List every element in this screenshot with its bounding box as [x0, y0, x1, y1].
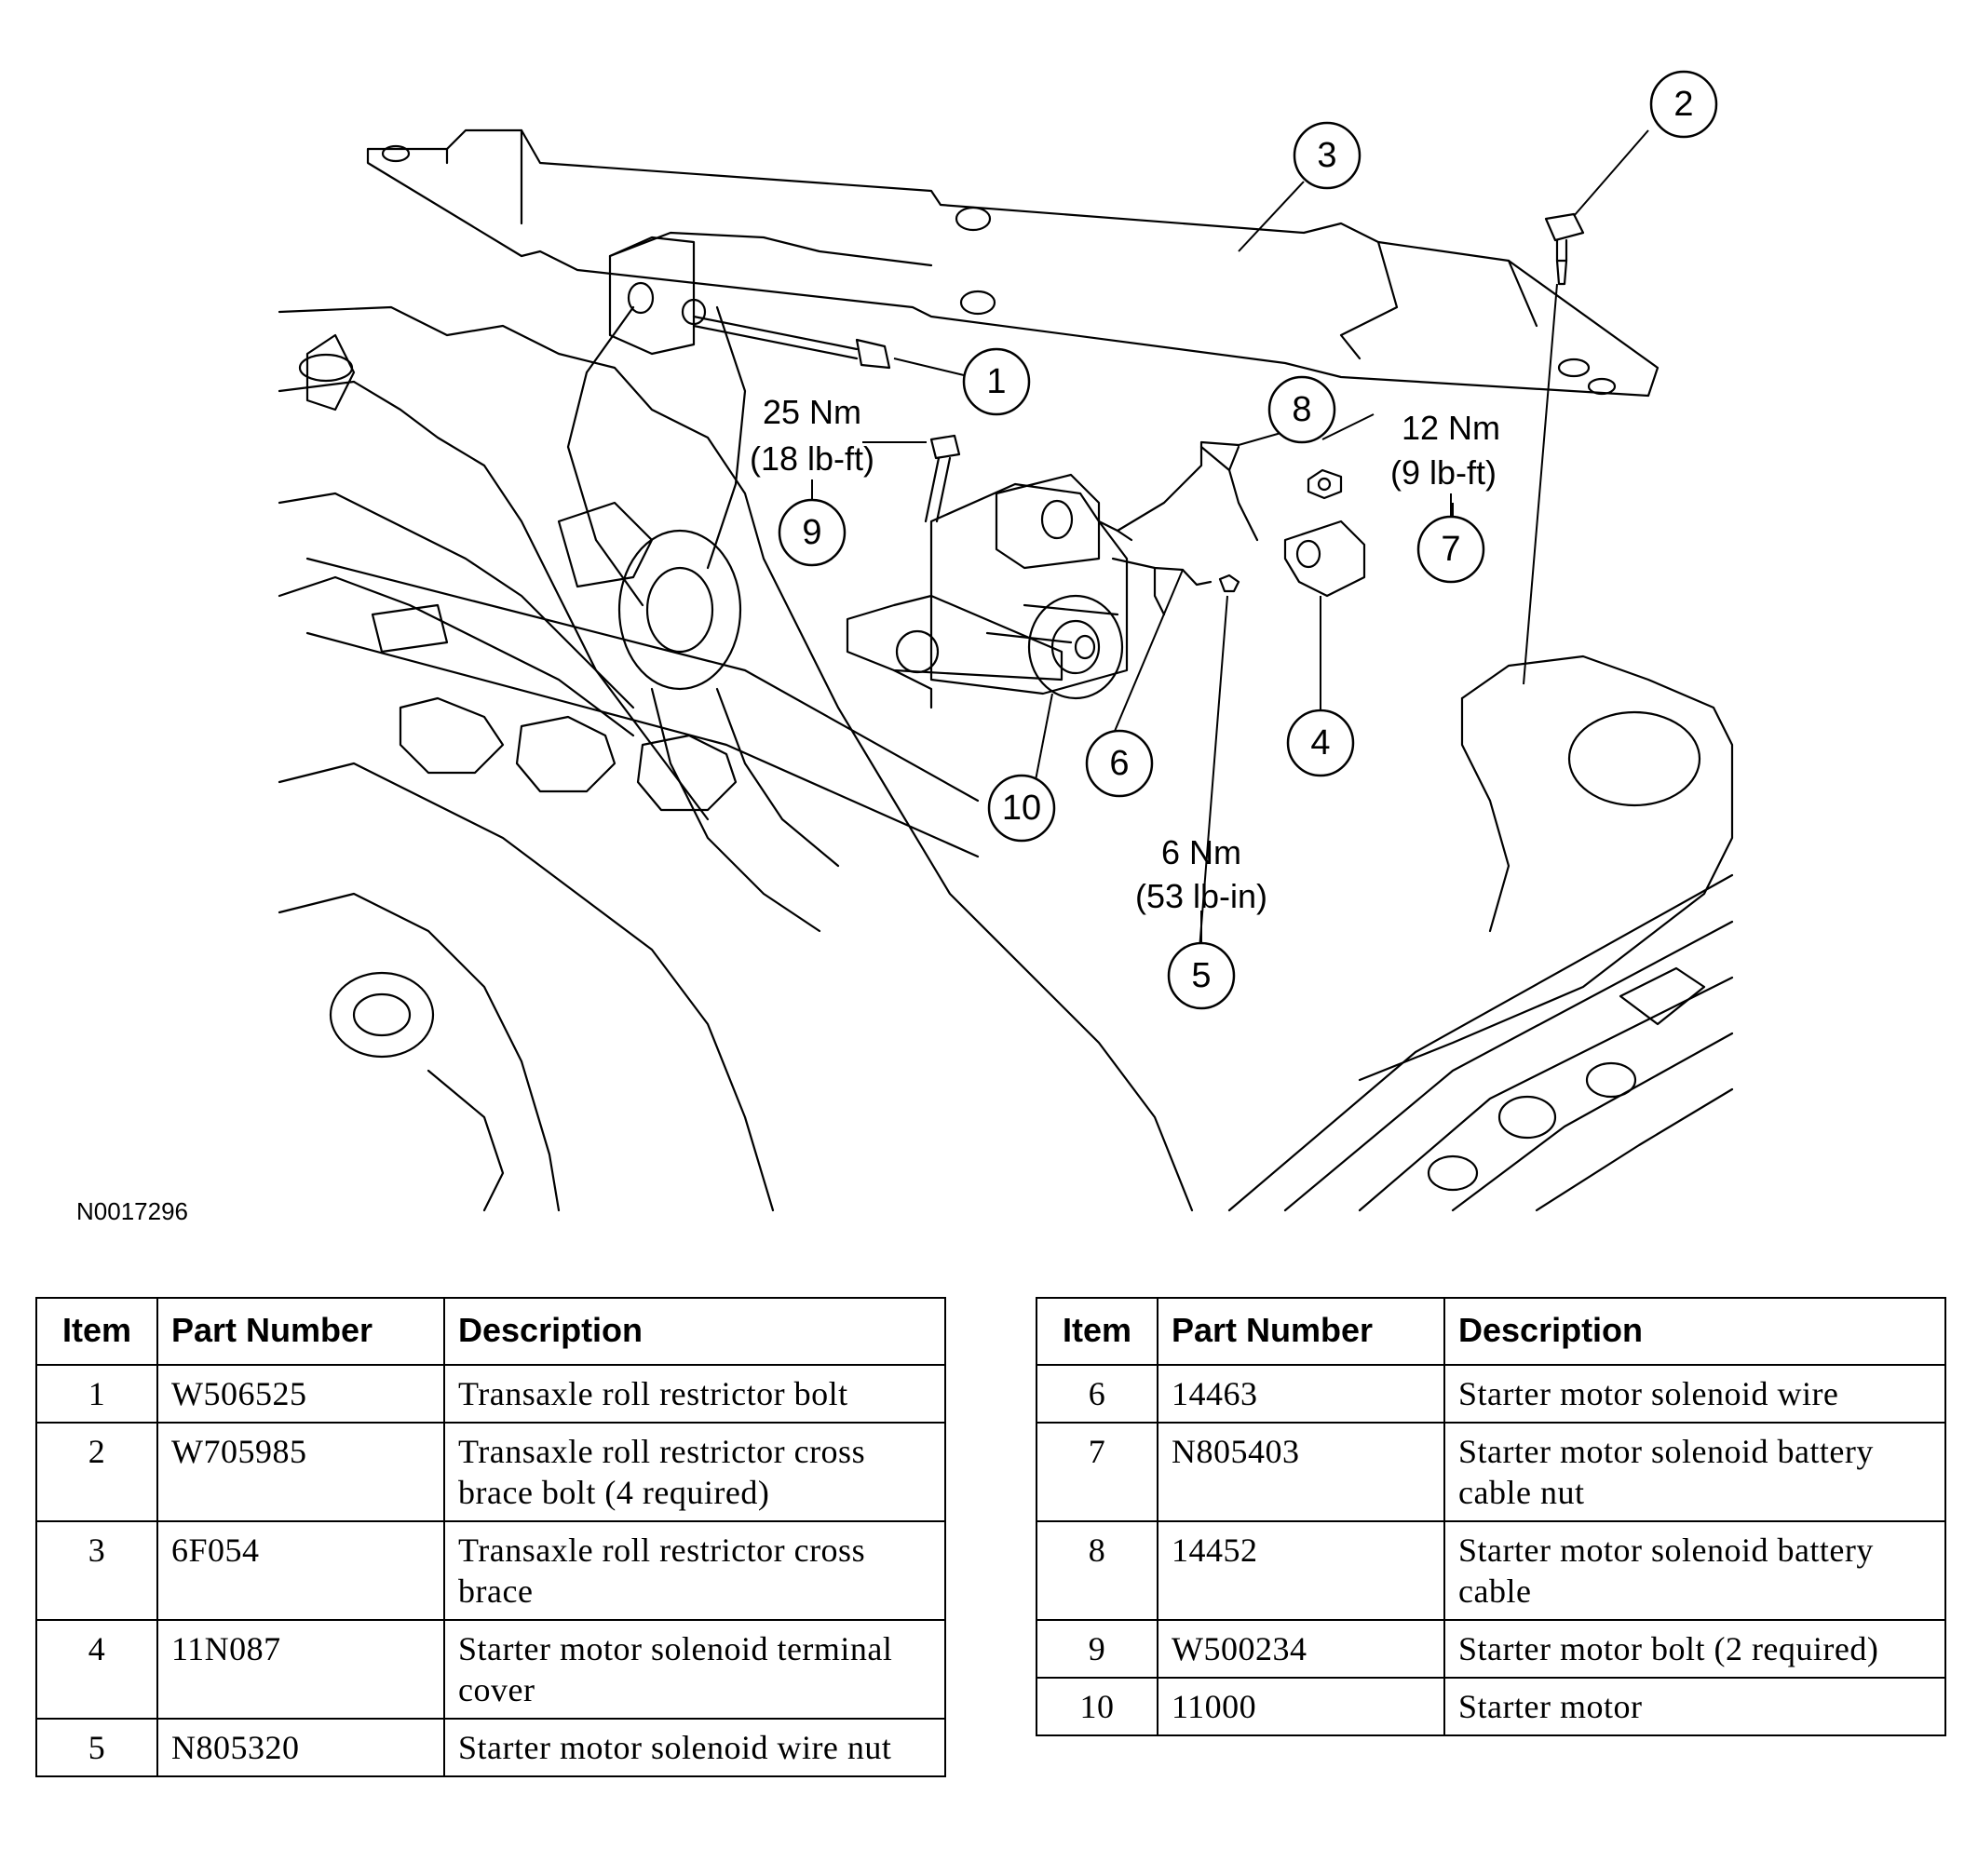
cell-item: 5: [35, 1718, 158, 1777]
belt-pulley-illustration: [566, 305, 840, 933]
cell-item: 8: [1036, 1520, 1158, 1621]
callout-10: 10: [987, 774, 1056, 843]
column-header-item: Item: [35, 1297, 158, 1366]
cell-description: Starter motor solenoid wire nut: [443, 1718, 946, 1777]
diagram-canvas: 25 Nm (18 lb-ft) 12 Nm (9 lb-ft) 6 Nm (5…: [76, 70, 1734, 1225]
cell-description: Starter motor solenoid terminal cover: [443, 1619, 946, 1720]
torque-7-lbft: (9 lb-ft): [1390, 453, 1497, 492]
figure-id: N0017296: [76, 1197, 188, 1225]
battery-cable-illustration: [1116, 440, 1259, 542]
torque-5-nm: 6 Nm: [1161, 833, 1241, 871]
table-row: 3 6F054 Transaxle roll restrictor cross …: [35, 1520, 946, 1621]
svg-text:5: 5: [1191, 956, 1211, 995]
svg-text:1: 1: [986, 362, 1006, 401]
table-row: 1 W506525 Transaxle roll restrictor bolt: [35, 1364, 946, 1424]
callout-7: 7: [1416, 515, 1485, 584]
torque-label-9: 25 Nm (18 lb-ft): [750, 393, 874, 503]
parts-table-right: Item Part Number Description 6 14463 Sta…: [1036, 1297, 1946, 1736]
svg-text:9: 9: [802, 513, 821, 552]
cell-part-number: 14452: [1157, 1520, 1445, 1621]
cell-description: Transaxle roll restrictor cross brace bo…: [443, 1422, 946, 1522]
cell-item: 1: [35, 1364, 158, 1424]
table-header-row: Item Part Number Description: [1036, 1297, 1946, 1366]
column-header-item: Item: [1036, 1297, 1158, 1366]
svg-text:6: 6: [1109, 744, 1129, 783]
table-row: 2 W705985 Transaxle roll restrictor cros…: [35, 1422, 946, 1522]
cell-part-number: 11000: [1157, 1677, 1445, 1736]
leader-lines: [862, 129, 1649, 951]
cell-description: Transaxle roll restrictor cross brace: [443, 1520, 946, 1621]
table-row: 9 W500234 Starter motor bolt (2 required…: [1036, 1619, 1946, 1679]
bolt-9-illustration: [924, 434, 961, 523]
torque-5-lbin: (53 lb-in): [1135, 877, 1267, 915]
torque-9-nm: 25 Nm: [763, 393, 861, 431]
cell-description: Starter motor solenoid battery cable nut: [1443, 1422, 1946, 1522]
callout-4: 4: [1286, 709, 1355, 777]
body-structure-illustration: [1227, 655, 1734, 1212]
callout-8: 8: [1267, 375, 1336, 444]
cell-item: 3: [35, 1520, 158, 1621]
bolt-1-illustration: [692, 315, 891, 370]
torque-7-nm: 12 Nm: [1402, 409, 1500, 447]
cell-item: 4: [35, 1619, 158, 1720]
torque-label-7: 12 Nm (9 lb-ft): [1390, 409, 1500, 517]
callout-2: 2: [1649, 70, 1718, 139]
bolt-2-illustration: [1544, 212, 1585, 286]
callout-5: 5: [1167, 941, 1236, 1010]
nut-5-illustration: [1218, 574, 1240, 593]
cell-item: 2: [35, 1422, 158, 1522]
column-header-description: Description: [443, 1297, 946, 1366]
engine-assembly-illustration: [278, 305, 1194, 1212]
column-header-part-number: Part Number: [156, 1297, 445, 1366]
terminal-cover-illustration: [1283, 520, 1366, 598]
column-header-part-number: Part Number: [1157, 1297, 1445, 1366]
cell-item: 7: [1036, 1422, 1158, 1522]
cell-description: Starter motor solenoid battery cable: [1443, 1520, 1946, 1621]
cell-part-number: N805320: [156, 1718, 445, 1777]
exploded-view-diagram: 25 Nm (18 lb-ft) 12 Nm (9 lb-ft) 6 Nm (5…: [76, 70, 1734, 1225]
cell-item: 10: [1036, 1677, 1158, 1736]
cell-item: 9: [1036, 1619, 1158, 1679]
svg-text:10: 10: [1002, 789, 1041, 828]
cell-description: Transaxle roll restrictor bolt: [443, 1364, 946, 1424]
cell-item: 6: [1036, 1364, 1158, 1424]
table-row: 4 11N087 Starter motor solenoid terminal…: [35, 1619, 946, 1720]
torque-label-5: 6 Nm (53 lb-in): [1135, 833, 1267, 915]
nut-7-illustration: [1307, 468, 1343, 500]
callout-3: 3: [1293, 121, 1362, 190]
cell-part-number: W506525: [156, 1364, 445, 1424]
cell-part-number: W500234: [1157, 1619, 1445, 1679]
table-row: 7 N805403 Starter motor solenoid battery…: [1036, 1422, 1946, 1522]
svg-text:3: 3: [1317, 136, 1336, 175]
solenoid-wire-illustration: [1111, 557, 1213, 616]
table-row: 5 N805320 Starter motor solenoid wire nu…: [35, 1718, 946, 1777]
table-row: 8 14452 Starter motor solenoid battery c…: [1036, 1520, 1946, 1621]
cell-description: Starter motor bolt (2 required): [1443, 1619, 1946, 1679]
table-row: 6 14463 Starter motor solenoid wire: [1036, 1364, 1946, 1424]
starter-motor-illustration: [846, 473, 1133, 709]
svg-text:7: 7: [1441, 530, 1460, 569]
cell-description: Starter motor solenoid wire: [1443, 1364, 1946, 1424]
callout-9: 9: [778, 498, 847, 567]
cell-part-number: 6F054: [156, 1520, 445, 1621]
svg-text:8: 8: [1292, 390, 1311, 429]
svg-text:4: 4: [1310, 723, 1330, 763]
table-row: 10 11000 Starter motor: [1036, 1677, 1946, 1736]
cell-part-number: 11N087: [156, 1619, 445, 1720]
cell-description: Starter motor: [1443, 1677, 1946, 1736]
cell-part-number: N805403: [1157, 1422, 1445, 1522]
table-header-row: Item Part Number Description: [35, 1297, 946, 1366]
cell-part-number: W705985: [156, 1422, 445, 1522]
parts-table-left: Item Part Number Description 1 W506525 T…: [35, 1297, 946, 1777]
svg-text:2: 2: [1673, 85, 1693, 124]
cell-part-number: 14463: [1157, 1364, 1445, 1424]
callout-6: 6: [1085, 729, 1154, 798]
callout-1: 1: [962, 347, 1031, 416]
torque-9-lbft: (18 lb-ft): [750, 439, 874, 478]
cross-brace-illustration: [366, 128, 1660, 398]
column-header-description: Description: [1443, 1297, 1946, 1366]
